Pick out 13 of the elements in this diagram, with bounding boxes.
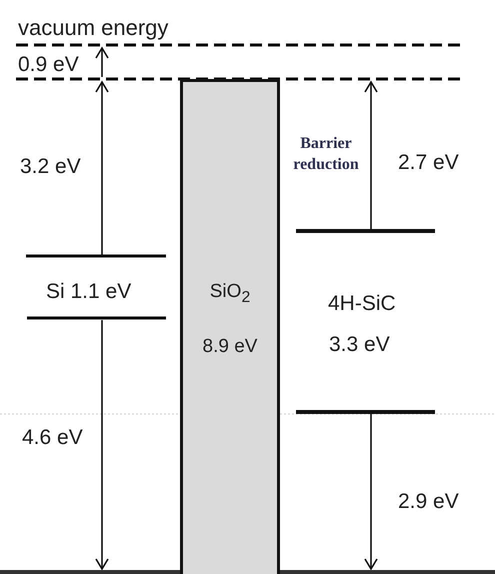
oxide-bandgap-box bbox=[180, 79, 280, 574]
material-label: Si 1.1 eV bbox=[46, 280, 132, 304]
material-label: 4H-SiC bbox=[328, 292, 396, 316]
energy-value: 2.9 eV bbox=[398, 490, 459, 514]
energy-value: 0.9 eV bbox=[18, 53, 79, 76]
level-label: vacuum energy bbox=[18, 16, 168, 40]
energy-value: 3.2 eV bbox=[20, 155, 81, 178]
energy-value: 8.9 eV bbox=[202, 336, 258, 357]
energy-value: 2.7 eV bbox=[398, 151, 459, 174]
energy-value: 4.6 eV bbox=[22, 426, 83, 450]
annotation-text: Barrier reduction bbox=[292, 134, 360, 175]
material-label: SiO$_{2}$ bbox=[210, 281, 250, 302]
energy-value: 3.3 eV bbox=[329, 333, 390, 356]
